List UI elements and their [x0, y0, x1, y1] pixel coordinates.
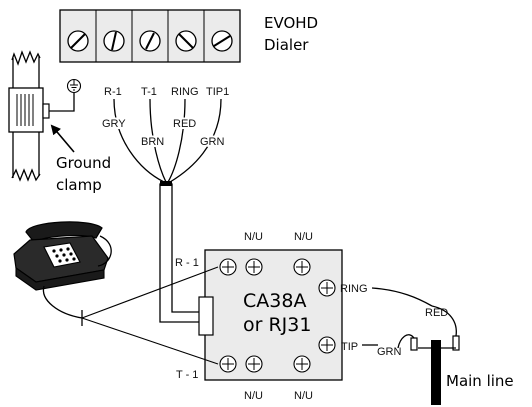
jack-name-1: CA38A — [243, 290, 306, 312]
ground-clamp-label-2: clamp — [56, 176, 102, 194]
ring-wire-drop — [431, 305, 457, 337]
nu-label-top-right: N/U — [294, 231, 313, 243]
tip-wire-loop — [397, 334, 415, 349]
screw-terminal-icon — [139, 30, 161, 52]
dialer-name-2: Dialer — [264, 36, 309, 54]
phone-cord — [42, 285, 83, 319]
phone-wire-r1 — [81, 266, 219, 319]
jack-label-r1: R - 1 — [175, 257, 199, 269]
wire-red — [167, 98, 186, 183]
jack-label-t1: T - 1 — [176, 369, 198, 381]
jack-terminal-icon — [219, 258, 237, 276]
jack-name-2: or RJ31 — [243, 314, 311, 336]
jack-terminal-icon — [245, 355, 263, 373]
jack-terminal-icon — [293, 258, 311, 276]
wire-color-grn: GRN — [200, 136, 225, 148]
line-wire-grn: GRN — [377, 346, 402, 358]
jack-terminal-icon — [245, 258, 263, 276]
screw-terminal-icon — [103, 30, 125, 52]
screw-terminal-icon — [175, 30, 197, 52]
wire-gry — [113, 98, 165, 183]
phone-wire-t1 — [81, 317, 219, 365]
nu-label-top-left: N/U — [244, 231, 263, 243]
wire-color-brn: BRN — [141, 136, 164, 148]
handset-cord — [97, 235, 112, 267]
terminal-label-ring: RING — [171, 86, 199, 98]
ground-clamp-label-1: Ground — [56, 154, 111, 172]
jack-terminal-icon — [293, 355, 311, 373]
nu-label-bottom-left: N/U — [244, 390, 263, 402]
terminal-label-t1: T-1 — [141, 86, 157, 98]
main-line-cable — [418, 340, 456, 405]
ground-wire — [49, 93, 75, 112]
wire-color-gry: GRY — [102, 118, 126, 130]
wire-brn — [149, 98, 167, 183]
terminal-label-r1: R-1 — [104, 86, 122, 98]
ring-wire — [371, 287, 433, 307]
line-wire-red: RED — [425, 307, 448, 319]
jack-label-ring: RING — [340, 283, 368, 295]
main-line-label: Main line — [446, 372, 514, 390]
telephone-icon — [13, 221, 109, 291]
arrow-icon — [50, 124, 75, 153]
terminal-label-tip1: TIP1 — [206, 86, 229, 98]
dialer-name-1: EVOHD — [264, 14, 318, 32]
jack-terminal-icon — [318, 279, 336, 297]
screw-terminal-icon — [67, 30, 89, 52]
nu-label-bottom-right: N/U — [294, 390, 313, 402]
screw-terminal-icon — [211, 30, 233, 52]
wire-grn — [169, 98, 222, 183]
wire-color-red: RED — [173, 118, 196, 130]
jack-label-tip: TIP — [341, 341, 358, 353]
jack-terminal-icon — [219, 355, 237, 373]
ground-symbol-icon — [66, 78, 82, 94]
jack-terminal-icon — [318, 336, 336, 354]
dialer-terminal-block — [59, 9, 241, 63]
ground-clamp-icon — [8, 87, 50, 133]
